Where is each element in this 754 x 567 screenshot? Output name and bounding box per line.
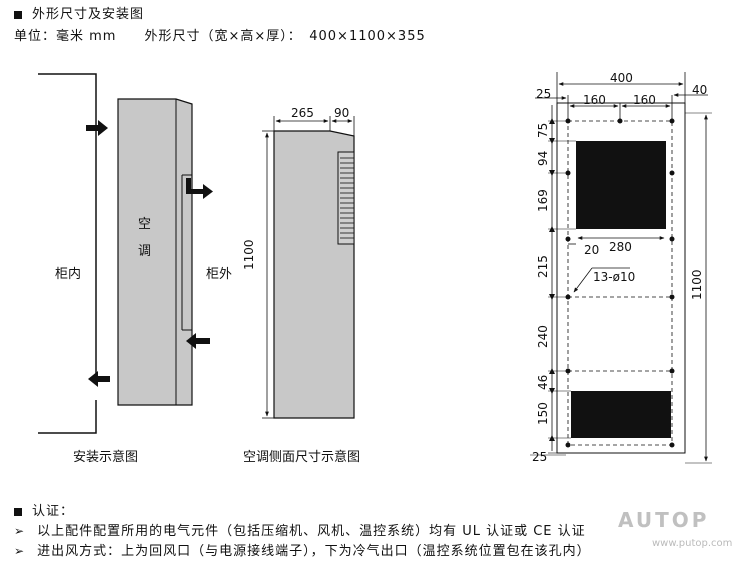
dim-215: 215: [536, 255, 550, 278]
label-cabinet-inside: 柜内: [55, 267, 82, 282]
square-bullet-icon: [14, 10, 22, 19]
side-body: [273, 130, 355, 419]
dim-46: 46: [536, 374, 550, 390]
cert-line-2: ➢ 进出风方式：上为回风口（与电源接线端子），下为冷气出口（温控系统位置包在该孔内…: [14, 540, 591, 559]
cert-line-2-text: 进出风方式：上为回风口（与电源接线端子），下为冷气出口（温控系统位置包在该孔内）: [37, 544, 591, 559]
condenser-fins: [340, 157, 354, 239]
arrow-outlet-icon: [186, 178, 213, 199]
dim-94: 94: [536, 150, 550, 166]
dim-400: 400: [610, 71, 633, 85]
install-caption: 安装示意图: [73, 450, 139, 465]
cabinet-wall-lower: [38, 400, 97, 434]
ac-unit-body: [117, 98, 193, 406]
cert-line-1-text: 以上配件配置所用的电气元件（包括压缩机、风机、温控系统）均有 UL 认证或 CE…: [37, 524, 586, 539]
arrow-return-icon: [186, 333, 210, 349]
section-title-text: 外形尺寸及安装图: [32, 7, 145, 22]
label-cabinet-outside: 柜外: [206, 267, 233, 282]
cabinet-wall: [38, 73, 97, 382]
top-opening: [576, 141, 666, 229]
holes-leader: [573, 267, 593, 293]
ac-char-2: 调: [138, 244, 152, 259]
dim-25-top: 25: [536, 87, 552, 101]
watermark-logo: AUTOP: [618, 508, 710, 532]
dim-25-bottom: 25: [532, 450, 548, 464]
section-title: 外形尺寸及安装图: [14, 3, 144, 22]
dim-75: 75: [536, 122, 550, 138]
arrow-bullet-icon: ➢: [14, 524, 26, 538]
dim-280: 280: [609, 240, 632, 254]
dim-240: 240: [536, 325, 550, 348]
dim-side-height: 1100: [242, 239, 256, 270]
unit-line: 单位：毫米 mm 外形尺寸（宽×高×厚）： 400×1100×355: [14, 29, 426, 44]
bottom-opening: [571, 391, 671, 438]
side-caption: 空调侧面尺寸示意图: [243, 450, 361, 465]
cert-line-1: ➢ 以上配件配置所用的电气元件（包括压缩机、风机、温控系统）均有 UL 认证或 C…: [14, 520, 586, 539]
ac-char-1: 空: [138, 217, 152, 232]
install-diagram: [38, 73, 213, 434]
dim-40: 40: [692, 83, 708, 97]
arrow-inlet-icon: [86, 120, 108, 136]
dim-150: 150: [536, 402, 550, 425]
arrow-bullet-icon: ➢: [14, 544, 26, 558]
watermark-url: www.putop.com: [652, 538, 733, 549]
panel-frame: [556, 102, 686, 454]
square-bullet-icon: [14, 507, 22, 516]
dim-90: 90: [334, 106, 350, 120]
dim-holes: 13-ø10: [593, 270, 636, 284]
side-view-diagram: [262, 116, 355, 419]
dim-265: 265: [291, 106, 314, 120]
cert-title: 认证：: [14, 500, 74, 519]
ac-air-notch: [181, 174, 192, 331]
dim-1100: 1100: [690, 269, 704, 300]
cutout-diagram: [530, 72, 712, 464]
dim-169: 169: [536, 189, 550, 212]
dim-160-right: 160: [633, 93, 656, 107]
arrow-cold-out-icon: [88, 371, 110, 387]
cert-title-text: 认证：: [32, 504, 75, 519]
dim-20: 20: [584, 243, 600, 257]
dim-160-left: 160: [583, 93, 606, 107]
